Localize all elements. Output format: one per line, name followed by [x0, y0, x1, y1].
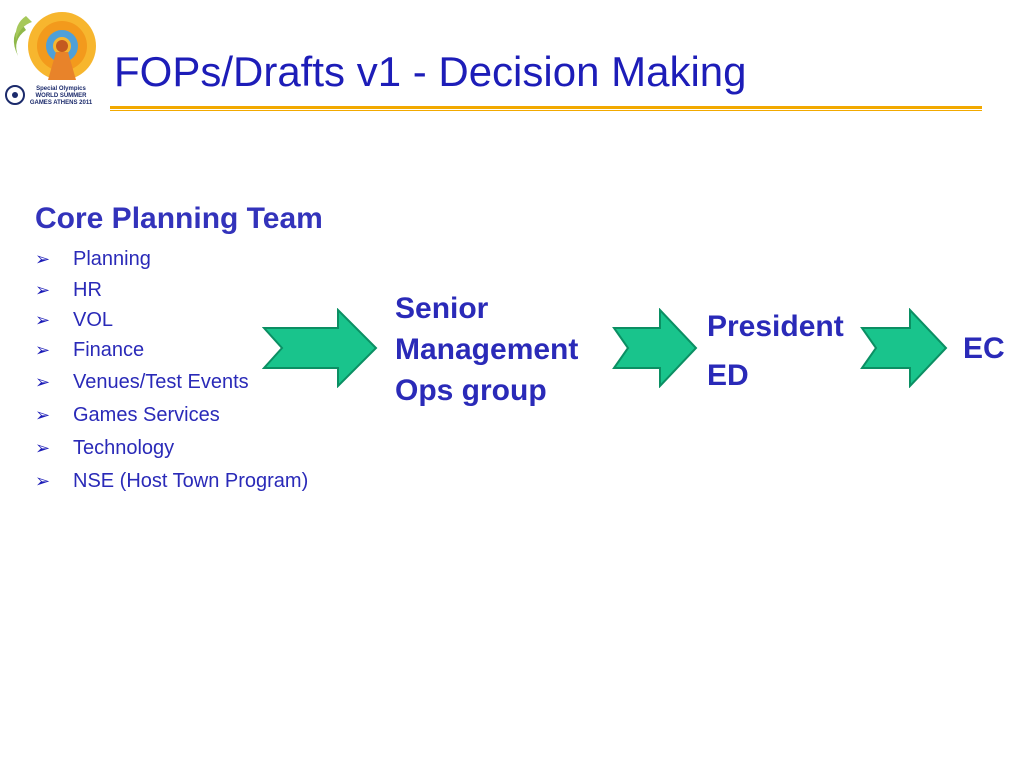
logo: Special Olympics WORLD SUMMER GAMES ATHE… — [4, 6, 100, 112]
list-item: ➢ VOL — [35, 309, 113, 332]
arrow-bullet-icon: ➢ — [35, 471, 51, 491]
stage-senior-management: Senior Management Ops group — [395, 288, 578, 411]
logo-caption: Special Olympics WORLD SUMMER GAMES ATHE… — [29, 86, 93, 106]
list-item-label: Games Services — [73, 404, 220, 426]
list-item-label: HR — [73, 279, 102, 301]
stage-line: President — [707, 310, 844, 343]
list-item: ➢ Planning — [35, 248, 151, 271]
stage-line: Ops group — [395, 374, 547, 407]
list-item-label: Technology — [73, 437, 175, 459]
core-team-heading: Core Planning Team — [35, 202, 323, 235]
stage-line: ED — [707, 359, 749, 392]
arrow-bullet-icon: ➢ — [35, 310, 51, 330]
flow-arrow-2-icon — [612, 308, 698, 388]
stage-president-ed: President ED — [707, 302, 844, 400]
stage-line: EC — [963, 332, 1005, 365]
page-title: FOPs/Drafts v1 - Decision Making — [114, 48, 747, 95]
stage-ec: EC — [963, 328, 1005, 369]
list-item-label: Venues/Test Events — [73, 371, 249, 393]
list-item-label: NSE (Host Town Program) — [73, 470, 309, 492]
list-item: ➢ NSE (Host Town Program) — [35, 470, 308, 493]
list-item-label: Finance — [73, 339, 145, 361]
stage-line: Senior — [395, 292, 489, 325]
list-item: ➢ Finance — [35, 339, 144, 362]
list-item: ➢ Games Services — [35, 404, 220, 427]
arrow-bullet-icon: ➢ — [35, 405, 51, 425]
flow-arrow-1-icon — [262, 308, 378, 388]
special-olympics-emblem-icon — [5, 85, 25, 105]
flow-arrow-3-icon — [860, 308, 948, 388]
arrow-bullet-icon: ➢ — [35, 280, 51, 300]
stage-line: Management — [395, 333, 579, 366]
list-item-label: Planning — [73, 248, 151, 270]
arrow-bullet-icon: ➢ — [35, 249, 51, 269]
list-item-label: VOL — [73, 309, 114, 331]
list-item: ➢ Venues/Test Events — [35, 371, 249, 394]
title-divider — [110, 106, 982, 111]
arrow-bullet-icon: ➢ — [35, 340, 51, 360]
sun-spiral-logo-icon — [13, 12, 96, 80]
list-item: ➢ HR — [35, 279, 102, 302]
arrow-bullet-icon: ➢ — [35, 372, 51, 392]
arrow-bullet-icon: ➢ — [35, 438, 51, 458]
list-item: ➢ Technology — [35, 437, 174, 460]
